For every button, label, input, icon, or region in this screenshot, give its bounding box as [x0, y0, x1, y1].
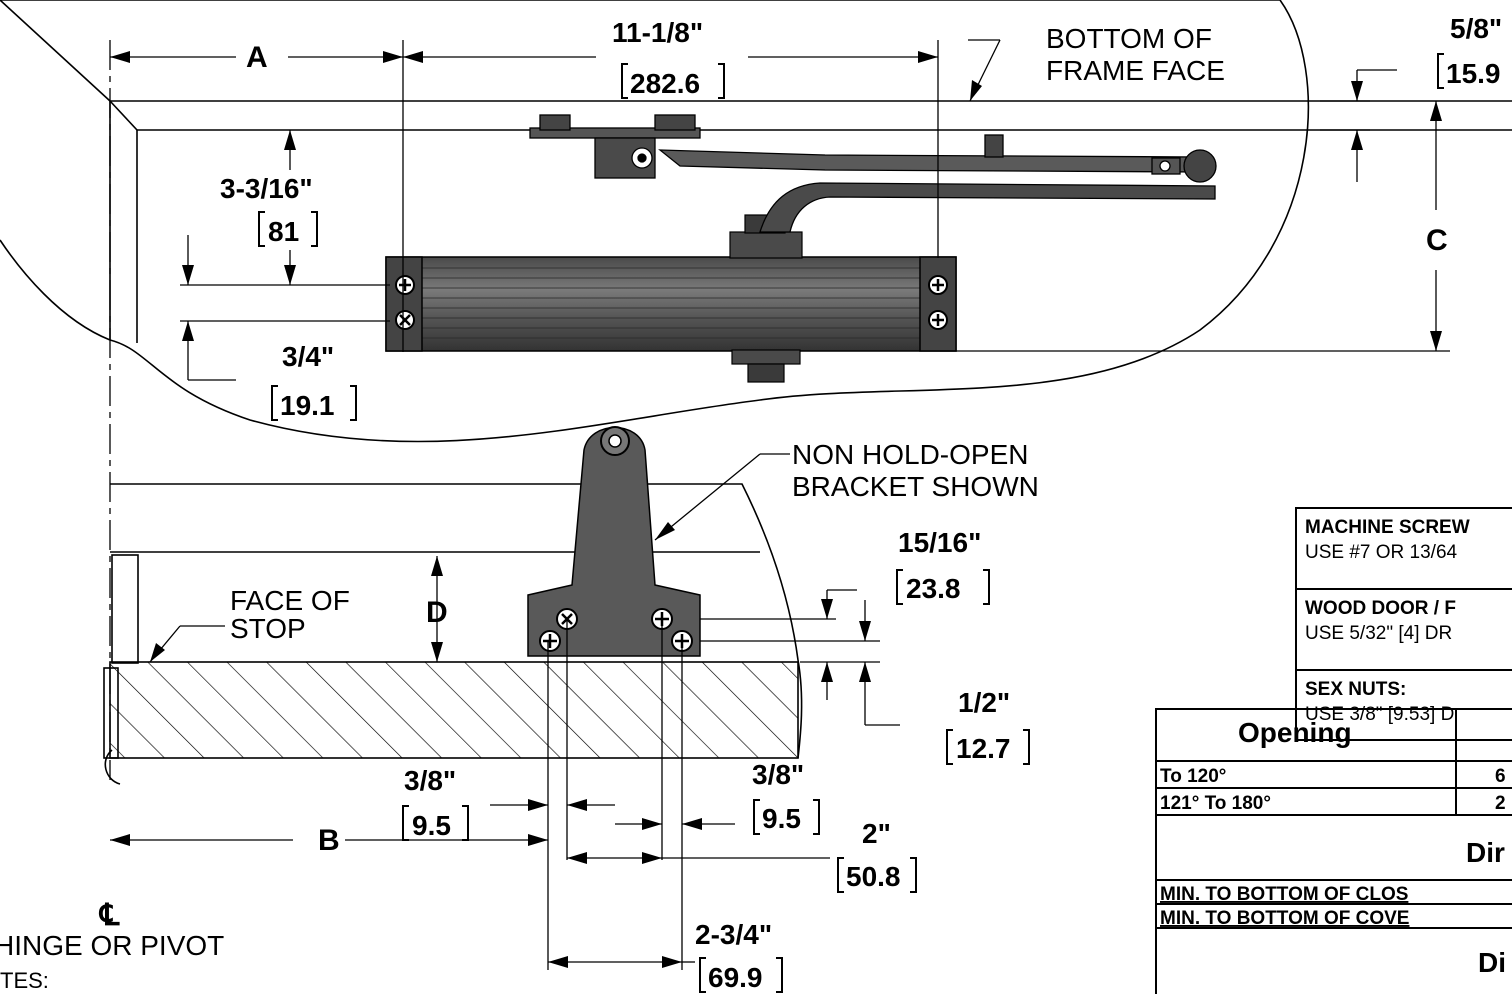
- callout-face-stop-1: FACE OF: [230, 585, 350, 616]
- opening-header: Opening: [1238, 717, 1352, 748]
- dimension-arrows: [110, 51, 1442, 968]
- min-row-1: MIN. TO BOTTOM OF CLOS: [1160, 884, 1408, 905]
- bracket-top-metric: 23.8: [906, 573, 961, 604]
- hole-spacing-outer-metric: 69.9: [708, 962, 763, 993]
- min-row-2: MIN. TO BOTTOM OF COVE: [1160, 908, 1409, 929]
- non-hold-open-bracket: [527, 426, 701, 657]
- dimension-labels: A B C D 11-1/8" 282.6 5/8" 15.9 3-3/16" …: [220, 13, 1502, 993]
- dim-d-label: D: [426, 596, 448, 629]
- hinge-pivot-label: HINGE OR PIVOT: [0, 930, 224, 961]
- fastener-row-2-text: USE 5/32" [4] DR: [1305, 623, 1452, 644]
- dim-a-label: A: [246, 41, 268, 74]
- metric-brackets: [258, 53, 1444, 993]
- notes-label: TES:: [0, 968, 49, 993]
- hole-spacing-outer-imperial: 2-3/4": [695, 919, 772, 950]
- screw-spacing-imperial: 3/4": [282, 341, 334, 372]
- callout-bracket-1: NON HOLD-OPEN: [792, 439, 1028, 470]
- hole-offset-right-metric: 9.5: [762, 803, 801, 834]
- door-section: [103, 483, 803, 785]
- fastener-row-1-text: USE #7 OR 13/64: [1305, 542, 1458, 563]
- bracket-top-imperial: 15/16": [898, 527, 981, 558]
- hole-offset-left-metric: 9.5: [412, 810, 451, 841]
- fastener-row-3-title: SEX NUTS:: [1305, 679, 1406, 700]
- hole-offset-right-imperial: 3/8": [752, 759, 804, 790]
- callout-bottom-frame-1: BOTTOM OF: [1046, 23, 1212, 54]
- opening-row-2-value: 2: [1495, 793, 1506, 814]
- dim-b-label: B: [318, 824, 340, 857]
- opening-row-1-value: 6: [1495, 766, 1506, 787]
- closer-length-metric: 282.6: [630, 68, 700, 99]
- section-di-label: Di: [1478, 947, 1506, 978]
- hole-spacing-inner-imperial: 2": [862, 818, 891, 849]
- frame-outline: [0, 0, 1512, 443]
- bracket-bottom-imperial: 1/2": [958, 687, 1010, 718]
- closer-length-imperial: 11-1/8": [612, 17, 703, 48]
- fastener-row-1-title: MACHINE SCREW: [1305, 517, 1470, 538]
- arm-height-imperial: 3-3/16": [220, 173, 313, 204]
- opening-table: Opening To 120° 6 121° To 180° 2 Dir MIN…: [1155, 708, 1512, 994]
- frame-offset-imperial: 5/8": [1450, 13, 1502, 44]
- door-closer-body: [385, 214, 957, 383]
- fastener-row-2-title: WOOD DOOR / F: [1305, 598, 1456, 619]
- section-dir-label: Dir: [1466, 837, 1505, 868]
- callout-face-stop-2: STOP: [230, 613, 306, 644]
- closer-arm-assembly: [529, 114, 1217, 233]
- arm-height-metric: 81: [268, 216, 299, 247]
- callout-bottom-frame-2: FRAME FACE: [1046, 55, 1225, 86]
- bracket-bottom-metric: 12.7: [956, 733, 1011, 764]
- fastener-table: MACHINE SCREW USE #7 OR 13/64 WOOD DOOR …: [1295, 507, 1512, 741]
- opening-row-2-label: 121° To 180°: [1160, 793, 1271, 814]
- callout-bracket-2: BRACKET SHOWN: [792, 471, 1039, 502]
- dim-c-label: C: [1426, 224, 1448, 257]
- centerline-symbol: ℄: [98, 899, 120, 932]
- hole-spacing-inner-metric: 50.8: [846, 861, 901, 892]
- frame-offset-metric: 15.9: [1446, 58, 1501, 89]
- callout-labels: BOTTOM OF FRAME FACE NON HOLD-OPEN BRACK…: [0, 23, 1225, 993]
- opening-row-1-label: To 120°: [1160, 766, 1226, 787]
- hole-offset-left-imperial: 3/8": [404, 765, 456, 796]
- screw-spacing-metric: 19.1: [280, 390, 335, 421]
